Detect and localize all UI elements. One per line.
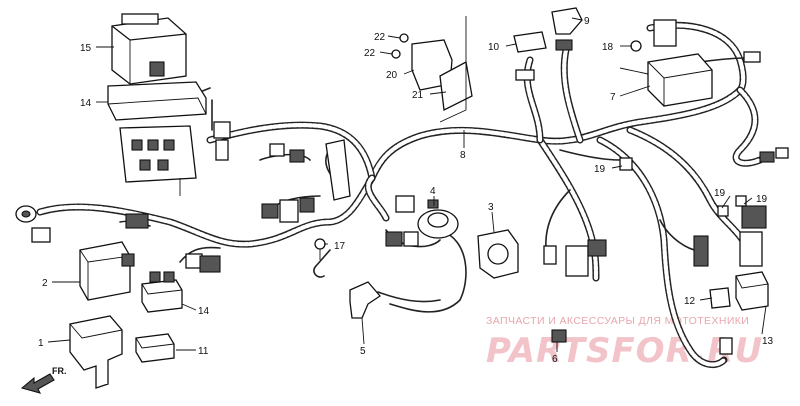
callout-19-center: 19 [594,164,606,175]
callout-2: 2 [42,278,48,289]
main-harness [36,21,764,369]
callout-12: 12 [684,296,696,307]
callout-21: 21 [412,90,424,101]
center-connectors [261,139,419,247]
top-right-connectors [543,51,789,265]
front-direction-indicator: FR. [20,366,67,394]
control-unit [111,13,187,85]
callout-22-bottom: 22 [364,48,376,59]
regulator-bolt [630,40,642,52]
unit-holder [107,81,207,121]
watermark-tagline: ЗАПЧАСТИ И АКСЕССУАРЫ ДЛЯ МОТОТЕХНИКИ [486,315,749,327]
callout-4: 4 [430,186,436,197]
callout-17: 17 [334,241,346,252]
right-relays [565,157,769,311]
connector-cover [69,315,123,389]
callout-11: 11 [198,346,209,357]
callout-15: 14 [80,98,92,109]
callout-16: 15 [80,43,92,54]
callout-6: 6 [552,354,558,365]
callout-13: 13 [762,336,774,347]
callout-22-top: 22 [374,32,386,43]
rubber-cap [135,333,175,363]
callout-3: 3 [488,202,494,213]
callout-20: 20 [386,70,398,81]
relay [141,271,183,313]
horn [417,199,459,239]
callout-19-left: 19 [714,188,726,199]
inset-frame [439,16,467,123]
thin-wires [119,57,745,313]
plug-cap [349,281,441,319]
callout-5: 5 [360,346,366,357]
callout-7: 7 [610,92,616,103]
callout-19-right: 19 [756,194,768,205]
callout-8: 8 [460,150,466,161]
leader-lines [47,17,767,352]
regulator [647,19,713,107]
callout-10: 10 [488,42,500,53]
switch-bracket [477,229,519,279]
fuse-box [119,125,197,196]
terminal-covers [513,7,583,81]
front-direction-label: FR. [52,366,67,376]
left-connectors [15,121,231,273]
bracket-assembly [391,33,473,111]
callout-14: 14 [198,306,210,317]
callout-labels: 15 14 2 1 11 14 17 5 4 3 8 9 10 18 7 19 … [38,16,774,365]
callout-1: 1 [38,338,44,349]
bulb-socket [551,329,733,355]
front-arrow-icon [20,373,55,394]
callout-9: 9 [584,16,590,27]
callout-18: 18 [602,42,614,53]
relay-module [79,241,135,301]
